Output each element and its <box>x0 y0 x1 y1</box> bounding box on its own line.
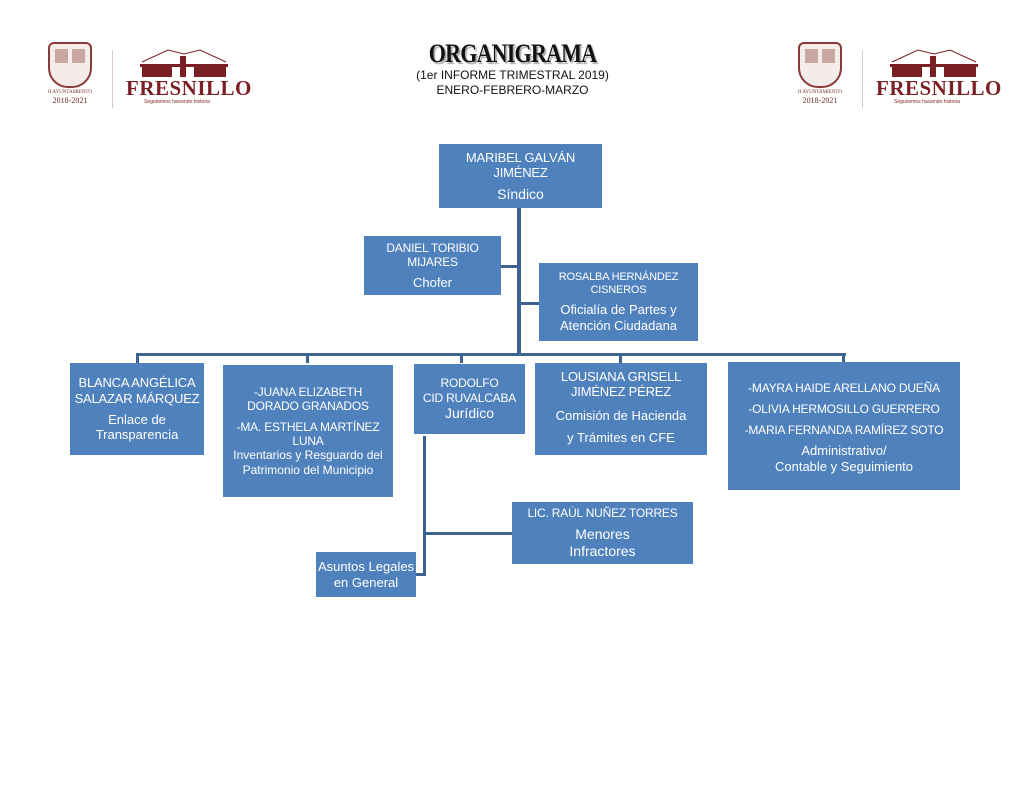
node-people: -MAYRA HAIDE ARELLANO DUEÑA -OLIVIA HERM… <box>744 380 944 437</box>
connector-legal-trunk <box>423 436 426 576</box>
logo-right: II AYUNTAMIENTO 2018-2021 FRESNILLO Segu… <box>798 42 1001 114</box>
crest-icon <box>798 42 842 88</box>
brand-tagline: Seguiremos haciendo historia <box>144 99 210 105</box>
node-role: Síndico <box>497 185 544 202</box>
brand-name: FRESNILLO <box>126 76 252 100</box>
logo-left: II AYUNTAMIENTO 2018-2021 FRESNILLO Segu… <box>48 42 251 114</box>
crest-caption: II AYUNTAMIENTO 2018-2021 <box>48 90 92 105</box>
report-period: ENERO-FEBRERO-MARZO <box>436 83 589 97</box>
connector-drop-legal <box>460 353 463 363</box>
skyline-icon <box>140 49 228 77</box>
crest-icon <box>48 42 92 88</box>
connector-drop-transparency <box>136 353 139 363</box>
crest-caption: II AYUNTAMIENTO 2018-2021 <box>798 90 842 105</box>
logo-divider <box>112 50 113 108</box>
skyline-icon <box>890 49 978 77</box>
brand-name: FRESNILLO <box>876 76 1002 100</box>
connector-citizen-office <box>519 302 539 305</box>
document-header: ORGANIGRAMA (1er INFORME TRIMESTRAL 2019… <box>400 40 625 98</box>
logo-divider <box>862 50 863 108</box>
connector-minors <box>423 532 513 535</box>
node-role: Jurídico <box>444 404 495 421</box>
node-role: Administrativo/Contable y Seguimiento <box>774 442 914 474</box>
page-title: ORGANIGRAMA <box>428 39 597 68</box>
node-name: LIC. RAÚL NUÑEZ TORRES <box>527 506 678 520</box>
report-subtitle: (1er INFORME TRIMESTRAL 2019) <box>416 68 609 82</box>
connector-head-trunk <box>517 208 521 355</box>
brand-tagline: Seguiremos haciendo historia <box>894 99 960 105</box>
connector-driver <box>501 265 519 268</box>
org-node-admin: -MAYRA HAIDE ARELLANO DUEÑA -OLIVIA HERM… <box>728 362 960 490</box>
connector-legal-general <box>416 573 426 576</box>
connector-drop-admin <box>842 353 845 363</box>
connector-drop-inventory <box>306 353 309 363</box>
connector-horizontal-bus <box>136 353 846 356</box>
node-role: Chofer <box>412 274 453 290</box>
connector-drop-treasury <box>619 353 622 363</box>
